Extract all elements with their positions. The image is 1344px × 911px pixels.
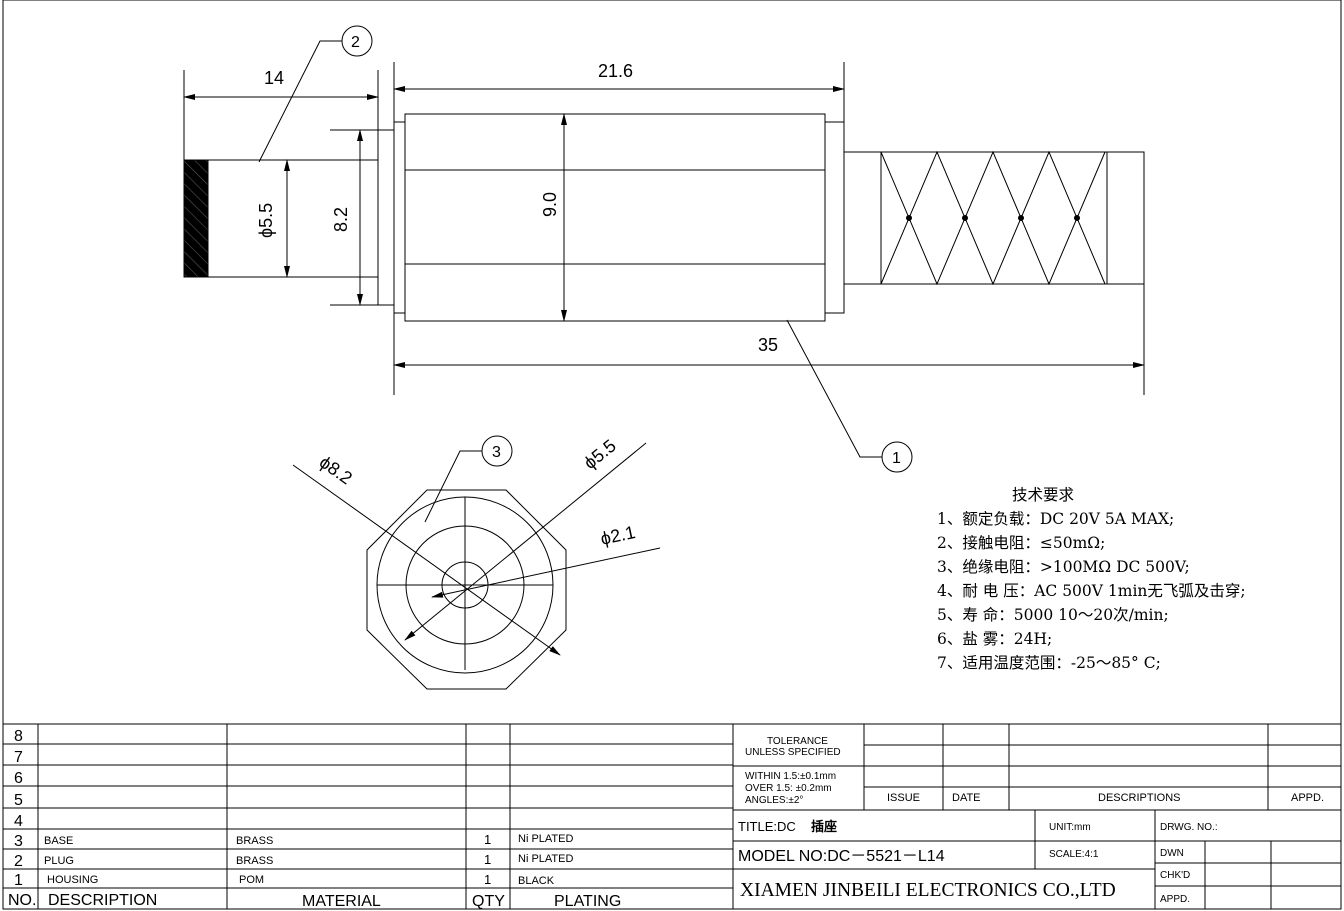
bom-header-plating: PLATING (554, 893, 621, 910)
bom-row-number-6: 6 (14, 770, 23, 787)
front-view (183, 25, 1145, 473)
dim-text-14: 14 (264, 68, 284, 88)
housing-body-step (393, 121, 406, 314)
pin-body (207, 159, 379, 278)
tolerance-within: WITHIN 1.5:±0.1mm (745, 771, 836, 782)
bom-part-1-material: POM (239, 874, 264, 886)
requirement-4: 4、耐 电 压：AC 500V 1min无飞弧及击穿; (937, 582, 1246, 600)
dim-text-8-2: 8.2 (331, 207, 351, 232)
tolerance-subheading: UNLESS SPECIFIED (745, 747, 841, 758)
revision-date-header: DATE (952, 792, 981, 804)
leader-1 (786, 319, 882, 458)
drawn-by-label: DWN (1160, 848, 1184, 859)
approved-by-label: APPD. (1160, 894, 1190, 905)
revision-issue-header: ISSUE (887, 792, 920, 804)
requirements-heading: 技术要求 (1012, 486, 1074, 504)
requirement-1: 1、额定负载：DC 20V 5A MAX; (937, 510, 1174, 528)
requirement-7: 7、适用温度范围：-25～85° C; (937, 654, 1161, 672)
bom-row-number-3: 3 (14, 833, 23, 850)
bom-part-2-material: BRASS (236, 855, 273, 867)
title-value: 插座 (811, 819, 837, 834)
bom-part-3-plating: Ni PLATED (518, 833, 573, 845)
dim-text-21-6: 21.6 (598, 61, 633, 81)
bom-part-2-description: PLUG (44, 855, 74, 867)
leader-3 (424, 450, 482, 523)
balloon-3-label: 3 (492, 444, 501, 461)
housing-body-rear-step (824, 121, 845, 314)
bom-row-number-2: 2 (14, 853, 23, 870)
requirement-6: 6、盐 雾：24H; (937, 630, 1052, 648)
balloon-2 (341, 25, 373, 57)
bom-part-3-qty: 1 (484, 832, 491, 847)
dim-line-mid-dia (404, 442, 647, 641)
title-block (733, 724, 1341, 909)
bom-part-2-qty: 1 (484, 852, 491, 867)
requirement-3: 3、绝缘电阻：>100MΩ DC 500V; (937, 558, 1190, 576)
scale-label: SCALE:4:1 (1049, 849, 1099, 860)
flange (377, 129, 395, 306)
dim-line-outer-dia (292, 464, 561, 656)
bom-header-material: MATERIAL (302, 893, 381, 910)
drawing-number-label: DRWG. NO.: (1160, 822, 1218, 833)
tolerance-heading: TOLERANCE (767, 736, 828, 747)
dim-text-pin-dia: ϕ5.5 (256, 203, 276, 238)
requirement-2: 2、接触电阻：≤50mΩ; (937, 534, 1105, 552)
bom-part-1-description: HOUSING (47, 874, 98, 886)
leader-2 (258, 40, 342, 163)
revision-appd-header: APPD. (1291, 792, 1324, 804)
bom-part-3-description: BASE (44, 835, 73, 847)
bom-part-3-material: BRASS (236, 835, 273, 847)
balloon-1 (881, 441, 913, 473)
bom-row-number-4: 4 (14, 813, 23, 830)
model-number: MODEL NO:DC－5521－L14 (738, 848, 945, 865)
bom-table (3, 723, 1341, 909)
bom-part-2-plating: Ni PLATED (518, 853, 573, 865)
revision-descriptions-header: DESCRIPTIONS (1098, 792, 1181, 804)
checked-by-label: CHK'D (1160, 870, 1190, 881)
dim-text-outer-dia: ϕ8.2 (316, 452, 356, 489)
bom-row-number-1: 1 (14, 872, 23, 889)
bom-header-qty: QTY (472, 893, 505, 910)
balloon-1-label: 1 (892, 450, 901, 467)
title-label: TITLE:DC (738, 819, 796, 834)
end-view (292, 435, 661, 690)
balloon-2-label: 2 (351, 34, 360, 51)
pin-hatched-tip (183, 159, 209, 278)
dim-text-mid-dia: ϕ5.5 (580, 435, 620, 473)
requirement-5: 5、寿 命：5000 10～20次/min; (937, 606, 1169, 624)
company-name: XIAMEN JINBEILI ELECTRONICS CO.,LTD (740, 880, 1116, 901)
dim-text-inner-dia: ϕ2.1 (599, 522, 638, 549)
octagon-outline (366, 489, 567, 690)
bom-part-1-plating: BLACK (518, 875, 555, 887)
bom-part-1-qty: 1 (484, 872, 491, 887)
knurled-grip (843, 151, 1145, 285)
housing-body (404, 113, 826, 322)
unit-label: UNIT:mm (1049, 822, 1091, 833)
dim-text-35: 35 (758, 335, 778, 355)
bom-header-no: NO. (8, 892, 36, 909)
dim-line-inner-dia (431, 547, 661, 598)
tolerance-angles: ANGLES:±2° (745, 795, 803, 806)
bom-row-number-5: 5 (14, 792, 23, 809)
balloon-3 (481, 435, 513, 467)
bom-row-number-8: 8 (14, 728, 23, 745)
tolerance-over: OVER 1.5: ±0.2mm (745, 783, 832, 794)
bom-header-description: DESCRIPTION (48, 892, 157, 909)
dim-text-9-0: 9.0 (540, 192, 560, 217)
bom-row-number-7: 7 (14, 749, 23, 766)
